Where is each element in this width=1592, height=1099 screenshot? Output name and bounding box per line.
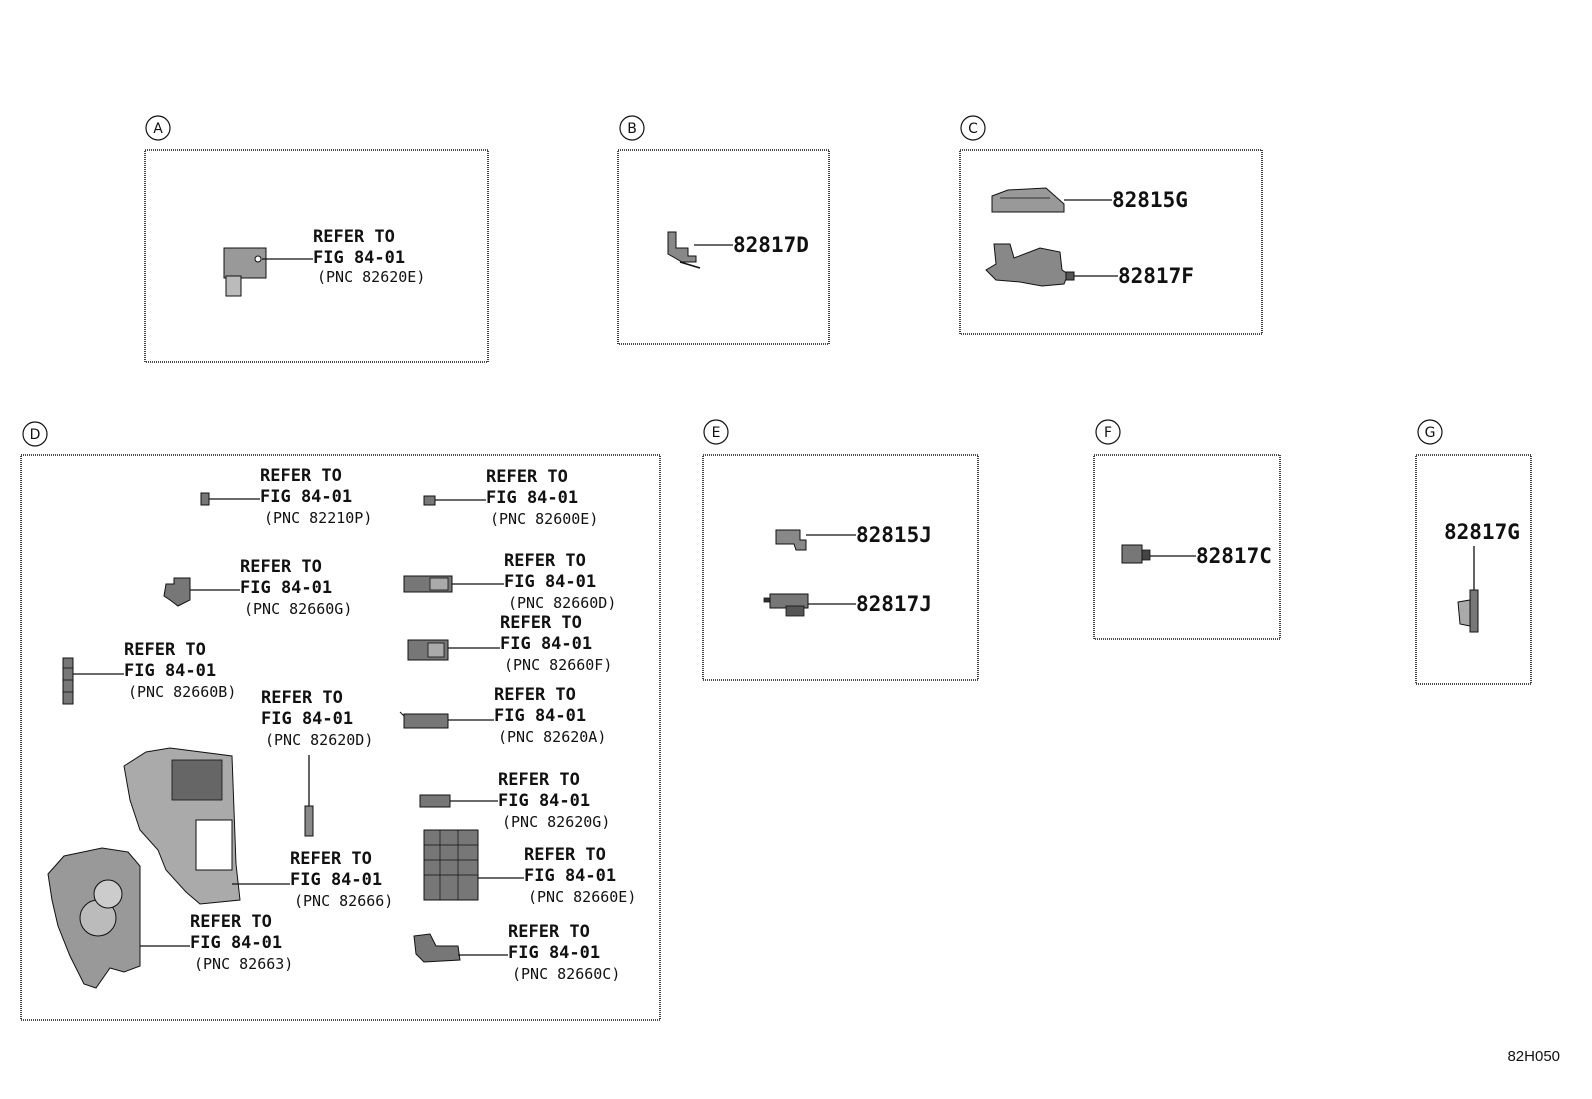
refer-to-label: REFER TO — [486, 467, 568, 487]
part-number-82817f[interactable]: 82817F — [1118, 264, 1194, 288]
panel-c-letter: C — [968, 121, 978, 137]
panel-c-circle — [960, 115, 986, 141]
refer-to-label: REFER TO — [500, 613, 582, 633]
connector-82660f-part[interactable] — [407, 639, 449, 661]
refer-to-label: REFER TO — [190, 912, 272, 932]
pnc-label[interactable]: (PNC 82660E) — [528, 888, 636, 906]
panel-a-frame — [144, 149, 489, 363]
fig-label: FIG 84-01 — [290, 870, 382, 890]
fig-label: FIG 84-01 — [500, 634, 592, 654]
panel-c-frame — [959, 149, 1263, 335]
refer-to-label: REFER TO — [508, 922, 590, 942]
fig-label: FIG 84-01 — [261, 709, 353, 729]
part-82817j-shape[interactable] — [763, 593, 809, 617]
junction-block-82660e-part[interactable] — [423, 829, 479, 901]
fig-label: FIG 84-01 — [524, 866, 616, 886]
connector-82660c-part[interactable] — [413, 933, 461, 963]
fig-label: FIG 84-01 — [486, 488, 578, 508]
part-number-82817c[interactable]: 82817C — [1196, 544, 1272, 568]
figure-code: 82H050 — [1507, 1048, 1560, 1065]
panel-a: A REFER TO FIG 84-01 (PNC 82620E) — [144, 115, 489, 363]
panel-b-circle — [619, 115, 645, 141]
pnc-label[interactable]: (PNC 82660D) — [508, 594, 616, 612]
fig-label: FIG 84-01 — [508, 943, 600, 963]
panel-c: C 82815G 82817F — [959, 115, 1263, 335]
fuse-box-82663-part[interactable] — [47, 847, 141, 989]
refer-to-label: REFER TO — [124, 640, 206, 660]
fig-label: FIG 84-01 — [190, 933, 282, 953]
pnc-label[interactable]: (PNC 82620E) — [317, 268, 425, 286]
panel-e-letter: E — [712, 425, 721, 441]
fig-label: FIG 84-01 — [240, 578, 332, 598]
connector-82620e-part[interactable] — [223, 247, 267, 297]
refer-to-label: REFER TO — [261, 688, 343, 708]
fig-label: FIG 84-01 — [124, 661, 216, 681]
refer-to-label: REFER TO — [498, 770, 580, 790]
connector-82660b-part[interactable] — [62, 657, 74, 705]
refer-to-label: REFER TO — [494, 685, 576, 705]
part-number-82815j[interactable]: 82815J — [856, 523, 932, 547]
refer-to-label: REFER TO — [290, 849, 372, 869]
refer-to-label: REFER TO — [504, 551, 586, 571]
pnc-label[interactable]: (PNC 82660G) — [244, 600, 352, 618]
refer-to-label: REFER TO — [240, 557, 322, 577]
fig-label: FIG 84-01 — [498, 791, 590, 811]
pnc-label[interactable]: (PNC 82660B) — [128, 683, 236, 701]
panel-e-circle — [703, 419, 729, 445]
panel-d: D REFER TO FIG 84-01 (PNC 82210P) REFER … — [20, 421, 661, 1021]
panel-a-circle — [145, 115, 171, 141]
fig-label: FIG 84-01 — [260, 487, 352, 507]
panel-f-frame — [1093, 454, 1281, 640]
connector-82620a-part[interactable] — [399, 711, 449, 729]
part-82817f-shape[interactable] — [985, 243, 1075, 287]
part-82817c-shape[interactable] — [1121, 544, 1151, 564]
connector-82660g-part[interactable] — [163, 577, 191, 607]
pnc-label[interactable]: (PNC 82210P) — [264, 509, 372, 527]
panel-f: F 82817C — [1093, 419, 1281, 640]
refer-to-label: REFER TO — [524, 845, 606, 865]
panel-e: E 82815J 82817J — [702, 419, 979, 681]
part-82815g-shape[interactable] — [991, 187, 1065, 213]
fig-label: FIG 84-01 — [494, 706, 586, 726]
panel-d-letter: D — [30, 427, 41, 443]
panel-b-letter: B — [627, 121, 637, 137]
panel-d-circle — [22, 421, 48, 447]
pnc-label[interactable]: (PNC 82620A) — [498, 728, 606, 746]
panel-a-letter: A — [153, 121, 163, 137]
pnc-label[interactable]: (PNC 82600E) — [490, 510, 598, 528]
panel-f-letter: F — [1104, 425, 1112, 441]
part-82815j-shape[interactable] — [775, 529, 807, 551]
panel-g-circle — [1417, 419, 1443, 445]
connector-82210p-part[interactable] — [200, 492, 210, 506]
pnc-label[interactable]: (PNC 82666) — [294, 892, 393, 910]
pnc-label[interactable]: (PNC 82660F) — [504, 656, 612, 674]
fig-label: FIG 84-01 — [313, 248, 405, 268]
part-number-82817j[interactable]: 82817J — [856, 592, 932, 616]
refer-to-label: REFER TO — [313, 227, 395, 247]
part-number-82815g[interactable]: 82815G — [1112, 188, 1188, 212]
refer-to-label: REFER TO — [260, 466, 342, 486]
connector-82660d-part[interactable] — [403, 575, 453, 593]
panel-b: B 82817D — [617, 115, 830, 345]
panel-g: G 82817G — [1415, 419, 1532, 685]
relay-block-82666-part[interactable] — [123, 747, 241, 905]
part-82817g-shape[interactable] — [1457, 589, 1479, 633]
fuse-82620d-part[interactable] — [304, 805, 314, 837]
panel-g-letter: G — [1425, 425, 1436, 441]
connector-82600e-part[interactable] — [423, 495, 436, 506]
part-number-82817g[interactable]: 82817G — [1444, 520, 1520, 544]
pnc-label[interactable]: (PNC 82663) — [194, 955, 293, 973]
fig-label: FIG 84-01 — [504, 572, 596, 592]
pnc-label[interactable]: (PNC 82660C) — [512, 965, 620, 983]
connector-82620g-part[interactable] — [419, 794, 451, 808]
panel-f-circle — [1095, 419, 1121, 445]
pnc-label[interactable]: (PNC 82620G) — [502, 813, 610, 831]
panel-e-frame — [702, 454, 979, 681]
part-82817d-shape[interactable] — [667, 231, 701, 269]
pnc-label[interactable]: (PNC 82620D) — [265, 731, 373, 749]
part-number-82817d[interactable]: 82817D — [733, 233, 809, 257]
panel-b-frame — [617, 149, 830, 345]
